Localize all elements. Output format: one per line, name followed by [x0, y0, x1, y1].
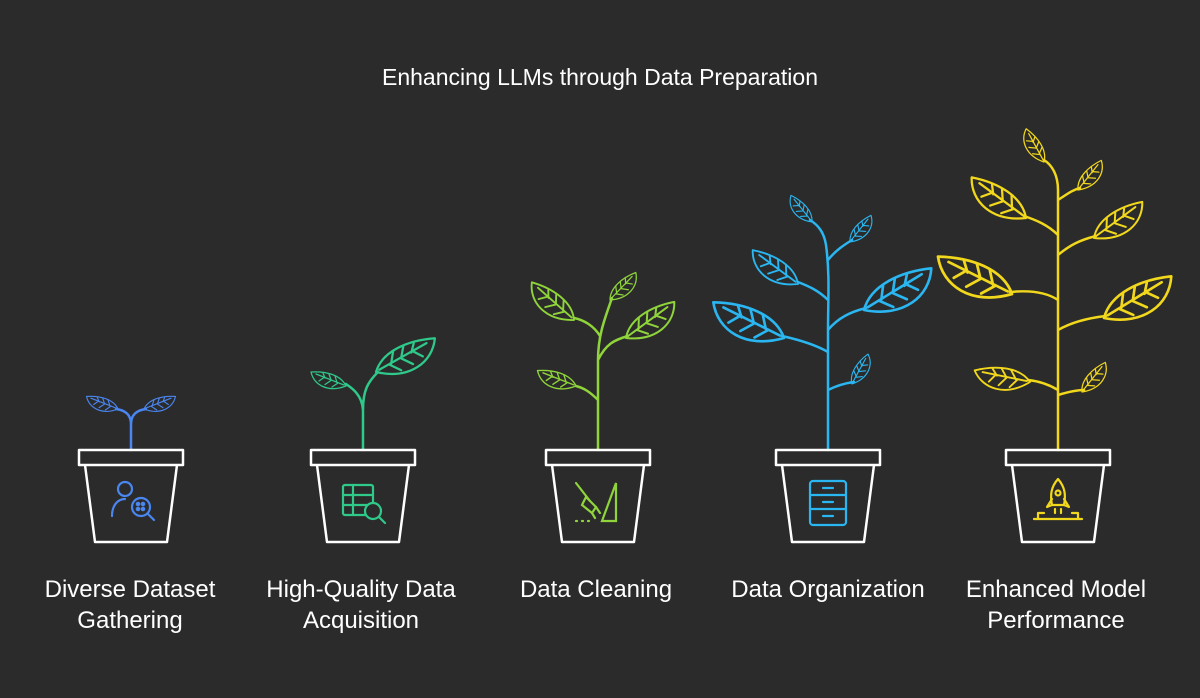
stage-label-1: Diverse Dataset Gathering [15, 574, 245, 636]
rocket-launch-icon [1032, 477, 1084, 521]
plant-mature [933, 128, 1179, 452]
diagram-title: Enhancing LLMs through Data Preparation [381, 64, 818, 90]
file-cabinet-icon [808, 479, 848, 527]
pot-1 [77, 448, 185, 544]
stage-label-4: Data Organization [713, 574, 943, 605]
stage-label-3: Data Cleaning [481, 574, 711, 605]
plant-growing [522, 271, 683, 452]
stage-2-title-line1: High-Quality Data [266, 576, 456, 603]
stage-1-title-line1: Diverse Dataset [44, 576, 216, 603]
stage-5-title-line1: Enhanced Model [965, 576, 1147, 603]
stage-4-title-line1: Data Organization [731, 576, 925, 603]
stage-label-2: High-Quality Data Acquisition [246, 574, 476, 636]
table-search-icon [341, 483, 387, 525]
stage-label-5: Enhanced Model Performance [941, 574, 1171, 636]
stage-1-title-line2: Gathering [77, 607, 183, 634]
stage-2-title-line2: Acquisition [302, 607, 420, 634]
plant-young [310, 336, 441, 452]
stage-3-title-line1: Data Cleaning [519, 576, 673, 603]
user-search-icon [110, 480, 156, 522]
plant-tall [708, 194, 939, 452]
plant-seedling [85, 395, 177, 452]
stage-5-title-line2: Performance [987, 607, 1125, 634]
pot-3 [544, 448, 652, 544]
broom-icon [574, 481, 618, 523]
